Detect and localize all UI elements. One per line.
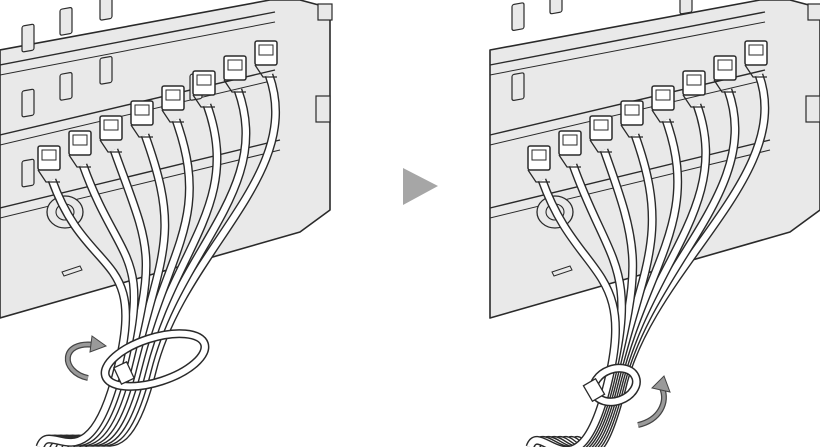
rj45-plug-face	[686, 74, 702, 86]
arrow-head	[89, 335, 108, 353]
side-bracket	[317, 3, 333, 21]
rj45-plug-face	[103, 119, 119, 131]
panel-slot-edge	[489, 21, 766, 76]
rj45-boot	[130, 124, 153, 138]
panel-step-2	[489, 0, 820, 447]
side-bracket	[315, 95, 331, 123]
rj45-boot	[99, 139, 122, 153]
panel-slot-edge	[0, 149, 281, 219]
panel-slot	[511, 72, 525, 102]
rj45-boot	[37, 169, 60, 183]
rj45-boot	[713, 79, 736, 93]
arrow-head	[651, 375, 671, 393]
panel-slot	[99, 0, 113, 21]
panel-step-1	[0, 0, 333, 447]
rj45-plug-face	[531, 149, 547, 161]
side-bracket	[807, 3, 820, 21]
rj45-plug-face	[41, 149, 57, 161]
curved-arrow-icon	[637, 387, 666, 427]
side-bracket	[805, 95, 820, 123]
cable	[527, 178, 619, 447]
rj45-plug-face	[748, 44, 764, 56]
panel-slot-edge	[0, 11, 276, 66]
panel-slot	[21, 23, 35, 53]
panel-slot	[549, 0, 563, 15]
cable-tie-head	[582, 377, 606, 403]
rj45-plug-face	[717, 59, 733, 71]
panel-slot	[511, 2, 525, 32]
panel-slot	[21, 158, 35, 188]
panel-slot-edge	[0, 139, 281, 209]
panel-slot	[21, 88, 35, 118]
rj45-boot	[68, 154, 91, 168]
rj45-plug-face	[134, 104, 150, 116]
rj45-boot	[192, 94, 215, 108]
rj45-boot	[558, 154, 581, 168]
panel-slot-edge	[0, 21, 276, 76]
cable-tie-head	[112, 361, 136, 385]
rj45-plug-face	[72, 134, 88, 146]
rj45-boot	[744, 64, 767, 78]
rj45-plug-face	[655, 89, 671, 101]
rj45-boot	[651, 109, 674, 123]
rj45-boot	[589, 139, 612, 153]
rj45-boot	[682, 94, 705, 108]
rj45-boot	[254, 64, 277, 78]
rj45-plug-face	[227, 59, 243, 71]
curved-arrow-icon	[66, 342, 96, 380]
cable-tie	[102, 330, 208, 390]
panel-latch	[61, 265, 83, 277]
panel-slot	[99, 55, 113, 85]
rj45-boot	[223, 79, 246, 93]
rj45-plug-face	[624, 104, 640, 116]
panel-slot	[59, 7, 73, 36]
rj45-boot	[527, 169, 550, 183]
panel-slot	[59, 72, 73, 101]
panel-divider	[403, 168, 438, 205]
rj45-boot	[620, 124, 643, 138]
rj45-boot	[161, 109, 184, 123]
triangle-right-icon	[403, 168, 438, 205]
rj45-plug-face	[593, 119, 609, 131]
rj45-plug-face	[165, 89, 181, 101]
rj45-plug-face	[196, 74, 212, 86]
panel-slot	[679, 0, 693, 15]
rj45-plug-face	[562, 134, 578, 146]
rj45-plug-face	[258, 44, 274, 56]
panel-slot-edge	[489, 139, 771, 209]
panel-slot-edge	[489, 149, 771, 219]
panel-latch	[551, 265, 573, 277]
panel-slot-edge	[489, 11, 766, 66]
